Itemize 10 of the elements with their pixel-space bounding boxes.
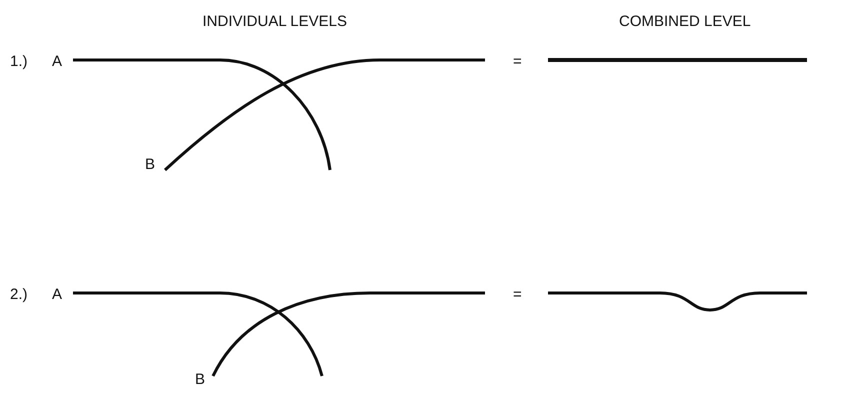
row-number: 1.) (10, 53, 28, 71)
curve-label: A (52, 286, 62, 304)
curve-label: B (195, 371, 206, 389)
equals-sign: = (513, 53, 522, 71)
curve-label: B (145, 156, 156, 174)
column-heading: COMBINED LEVEL (619, 13, 751, 31)
column-heading: INDIVIDUAL LEVELS (202, 13, 347, 31)
equals-sign: = (513, 286, 522, 304)
curve-label: A (52, 53, 62, 71)
row-number: 2.) (10, 286, 28, 304)
